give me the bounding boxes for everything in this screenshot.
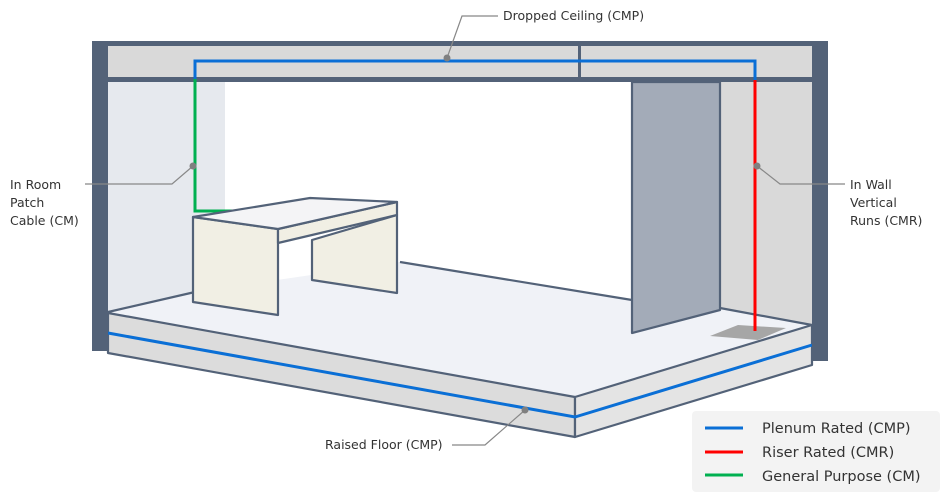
floor-hatch [710,325,786,340]
legend-box [692,411,940,492]
label-wall-1: In Wall [850,177,892,192]
label-raised-floor: Raised Floor (CMP) [325,437,443,452]
left-post [92,41,108,351]
leader-wall [756,165,845,185]
label-wall-2: Vertical [850,195,897,210]
leader-patch [85,165,194,185]
floor-surface [108,262,812,397]
wall-marker [753,162,761,170]
legend-label-general: General Purpose (CM) [762,469,921,485]
legend: Plenum Rated (CMP) Riser Rated (CMR) Gen… [692,411,940,492]
ceiling-plenum-cable [193,59,757,82]
label-patch-3: Cable (CM) [10,213,79,228]
desk [191,196,399,317]
right-wall [720,82,812,325]
label-patch-1: In Room [10,177,61,192]
desk-front-panel [191,215,280,317]
door-panel [630,80,722,335]
desk-top [191,196,399,231]
label-patch-2: Patch [10,195,44,210]
floor-edge-back [399,260,633,302]
right-post [812,41,828,361]
label-dropped-ceiling: Dropped Ceiling (CMP) [503,8,644,23]
leader-lines [85,15,845,446]
leader-floor [452,409,526,446]
ceiling-marker [443,54,451,62]
floor-marker [521,406,529,414]
leader-ceiling [446,15,498,59]
floor-edge-right [719,306,813,327]
desk-right-leg [310,213,399,295]
label-wall-3: Runs (CMR) [850,213,922,228]
floor-plenum-cable [107,331,813,419]
legend-label-plenum: Plenum Rated (CMP) [762,421,911,437]
floor-edge-left [107,290,196,314]
patch-marker [189,162,197,170]
legend-label-riser: Riser Rated (CMR) [762,445,894,461]
